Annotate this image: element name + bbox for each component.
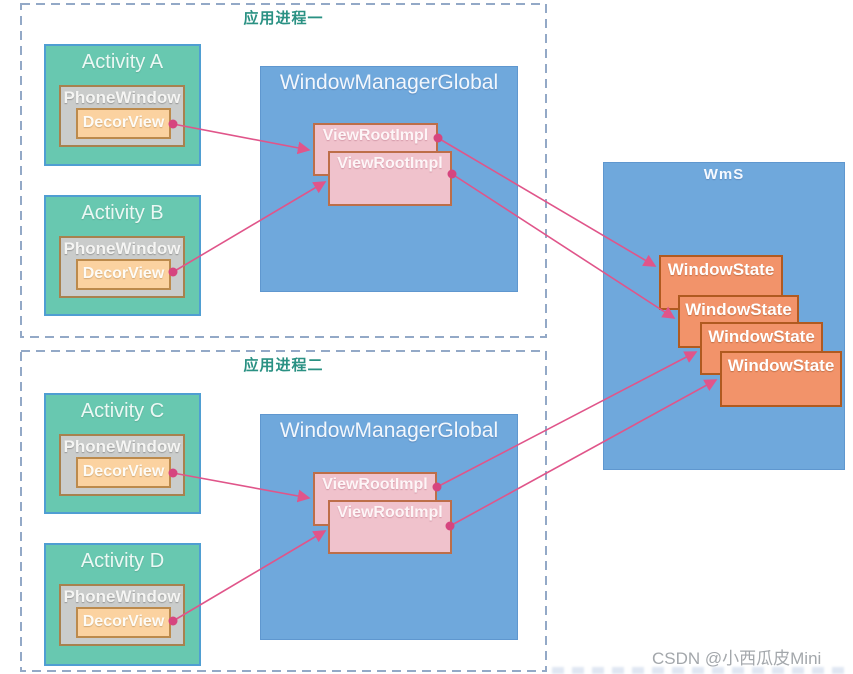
- phonewindow-label: PhoneWindow: [63, 437, 181, 456]
- cropped-text-fragment: [552, 667, 850, 674]
- activity-b-phonewindow-box: PhoneWindow DecorView: [59, 236, 185, 298]
- activity-a-box: Activity A PhoneWindow DecorView: [44, 44, 201, 166]
- activity-c-title: Activity C: [80, 400, 165, 422]
- phonewindow-label: PhoneWindow: [63, 88, 181, 107]
- windowmanagerglobal-title: WindowManagerGlobal: [279, 419, 499, 442]
- activity-c-box: Activity C PhoneWindow DecorView: [44, 393, 201, 514]
- process1-label: 应用进程一: [243, 10, 324, 27]
- phonewindow-label: PhoneWindow: [63, 239, 181, 258]
- activity-d-phonewindow-box: PhoneWindow DecorView: [59, 584, 185, 646]
- decorview-box: DecorView: [76, 607, 171, 638]
- phonewindow-label: PhoneWindow: [63, 587, 181, 606]
- csdn-watermark: CSDN @小西瓜皮Mini: [652, 649, 822, 668]
- decorview-box: DecorView: [76, 259, 171, 290]
- activity-b-title: Activity B: [81, 202, 164, 224]
- process2-label: 应用进程二: [243, 357, 324, 374]
- decorview-box: DecorView: [76, 108, 171, 139]
- decorview-box: DecorView: [76, 457, 171, 488]
- activity-b-box: Activity B PhoneWindow DecorView: [44, 195, 201, 316]
- activity-d-box: Activity D PhoneWindow DecorView: [44, 543, 201, 666]
- viewrootimpl-box: ViewRootImpl: [328, 151, 452, 206]
- wms-title: WmS: [703, 166, 745, 183]
- activity-d-title: Activity D: [80, 550, 165, 572]
- windowmanagerglobal-title: WindowManagerGlobal: [279, 71, 499, 94]
- activity-c-phonewindow-box: PhoneWindow DecorView: [59, 434, 185, 496]
- windowstate-box: WindowState: [720, 351, 842, 407]
- viewrootimpl-box: ViewRootImpl: [328, 500, 452, 554]
- activity-a-title: Activity A: [81, 51, 164, 73]
- activity-a-phonewindow-box: PhoneWindow DecorView: [59, 85, 185, 147]
